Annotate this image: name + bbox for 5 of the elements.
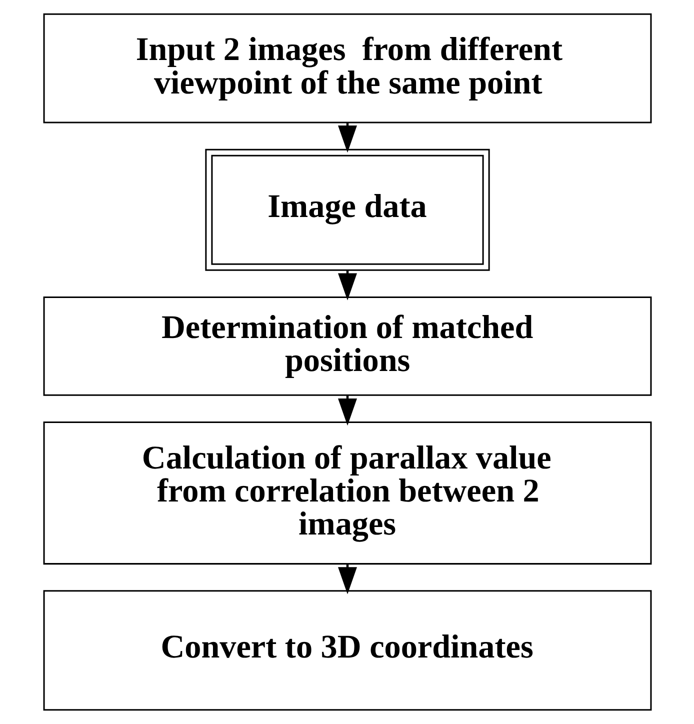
node-box: Convert to 3D coordinates [42,590,652,711]
node-box: Calculation of parallax value from correlation between 2 images [42,422,652,565]
node-box: Image data [204,148,490,271]
node-box: Determination of matched positions [42,296,652,396]
node-box: Input 2 images from different viewpoint of the same point [42,13,652,124]
